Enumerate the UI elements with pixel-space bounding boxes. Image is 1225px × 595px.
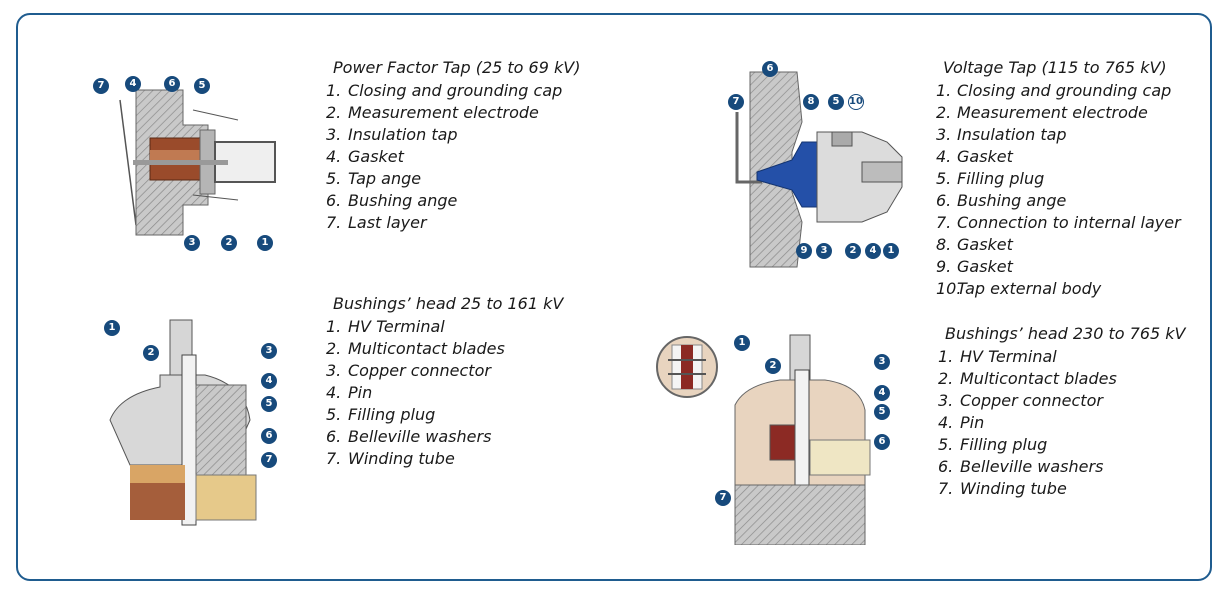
voltage-tap-callout-4: 4 [865,243,881,259]
voltage-tap-callout-2: 2 [845,243,861,259]
pf-tap-diagram [119,89,276,236]
list-item: 2.Multicontact blades [326,339,505,358]
head-large-title: Bushings’ head 230 to 765 kV [945,324,1186,343]
voltage-tap-callout-8: 8 [803,94,819,110]
voltage-tap-callout-5: 5 [828,94,844,110]
head-small-callout-7: 7 [261,452,277,468]
list-item: 2.Measurement electrode [326,103,539,122]
head-large-callout-1: 1 [734,335,750,351]
list-item: 7.Last layer [326,213,427,232]
list-item: 6.Belleville washers [326,427,492,446]
list-item: 4.Gasket [326,147,404,166]
voltage-tap-callout-10: 10 [848,94,864,110]
pf-tap-callout-5: 5 [194,78,210,94]
list-item: 2.Multicontact blades [938,369,1117,388]
list-item: 5.Filling plug [938,435,1048,454]
list-item: 5.Filling plug [936,169,1045,188]
list-item: 1.HV Terminal [938,347,1057,366]
head-large-legend: Bushings’ head 230 to 765 kV 1.HV Termin… [938,322,1185,500]
list-item: 3.Insulation tap [936,125,1067,144]
voltage-tap-callout-1: 1 [883,243,899,259]
voltage-tap-callout-3: 3 [816,243,832,259]
head-large-callout-7: 7 [715,490,731,506]
list-item: 1.HV Terminal [326,317,445,336]
list-item: 10.Tap external body [936,279,1102,298]
list-item: 5.Tap ange [326,169,422,188]
list-item: 7.Winding tube [938,479,1067,498]
pf-tap-callout-6: 6 [164,76,180,92]
list-item: 3.Copper connector [938,391,1103,410]
list-item: 4.Gasket [936,147,1013,166]
head-small-title: Bushings’ head 25 to 161 kV [333,294,564,313]
list-item: 2.Measurement electrode [936,103,1148,122]
list-item: 8.Gasket [936,235,1013,254]
pf-tap-title: Power Factor Tap (25 to 69 kV) [333,58,581,77]
list-item: 3.Insulation tap [326,125,458,144]
pf-tap-callout-4: 4 [125,76,141,92]
voltage-tap-callout-9: 9 [796,243,812,259]
head-small-callout-1: 1 [104,320,120,336]
voltage-tap-title: Voltage Tap (115 to 765 kV) [943,58,1167,77]
list-item: 1.Closing and grounding cap [936,81,1172,100]
list-item: 7.Winding tube [326,449,455,468]
head-small-callout-3: 3 [261,343,277,359]
pf-tap-callout-3: 3 [184,235,200,251]
pf-tap-callout-7: 7 [93,78,109,94]
head-small-legend: Bushings’ head 25 to 161 kV 1.HV Termina… [326,292,563,470]
pf-tap-callout-1: 1 [257,235,273,251]
head-large-callout-4: 4 [874,385,890,401]
head-small-callout-2: 2 [143,345,159,361]
list-item: 4.Pin [326,383,373,402]
head-large-diagram [656,334,871,545]
list-item: 5.Filling plug [326,405,436,424]
head-small-callout-6: 6 [261,428,277,444]
head-large-callout-6: 6 [874,434,890,450]
list-item: 6.Bushing ange [326,191,458,210]
pf-tap-legend: Power Factor Tap (25 to 69 kV) 1.Closing… [326,56,580,234]
head-small-callout-5: 5 [261,396,277,412]
list-item: 4.Pin [938,413,985,432]
list-item: 6.Belleville washers [938,457,1104,476]
voltage-tap-callout-7: 7 [728,94,744,110]
voltage-tap-diagram [735,71,903,268]
figure-frame [16,13,1212,581]
head-small-callout-4: 4 [261,373,277,389]
head-small-diagram [109,319,257,526]
head-large-callout-3: 3 [874,354,890,370]
list-item: 3.Copper connector [326,361,491,380]
head-large-callout-2: 2 [765,358,781,374]
list-item: 6.Bushing ange [936,191,1067,210]
voltage-tap-callout-6: 6 [762,61,778,77]
list-item: 7.Connection to internal layer [936,213,1181,232]
head-large-callout-5: 5 [874,404,890,420]
list-item: 1.Closing and grounding cap [326,81,563,100]
list-item: 9.Gasket [936,257,1013,276]
pf-tap-callout-2: 2 [221,235,237,251]
voltage-tap-legend: Voltage Tap (115 to 765 kV) 1.Closing an… [936,56,1181,300]
